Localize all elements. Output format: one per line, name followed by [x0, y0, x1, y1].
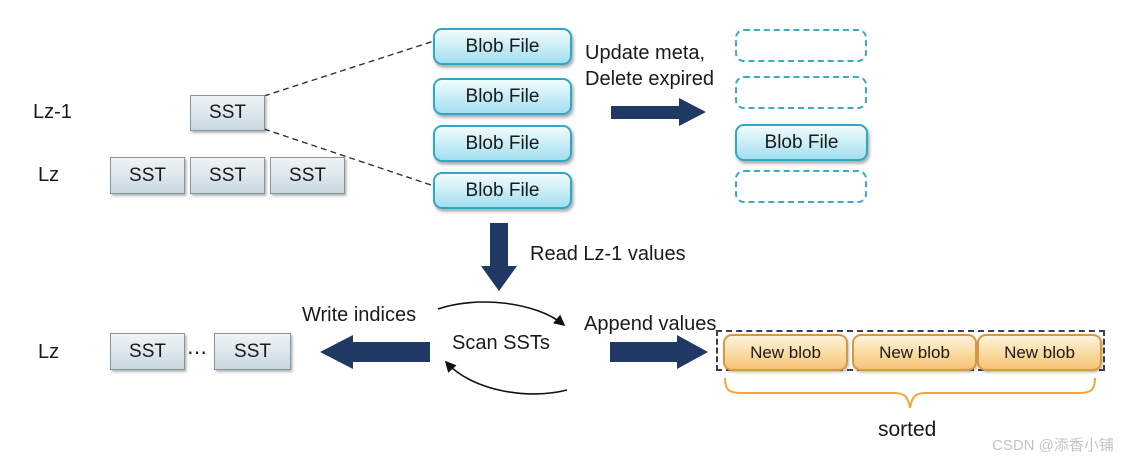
blob-file-box: Blob File: [433, 125, 572, 162]
sst-box: SST: [270, 157, 345, 194]
sst-box: SST: [190, 157, 265, 194]
sst-to-blob-line-top: [263, 40, 435, 97]
level-label-lz-minus-1: Lz-1: [33, 101, 72, 123]
scan-loop-arrow-bottom: [444, 360, 568, 395]
sorted-brace: [724, 377, 1096, 409]
blob-file-box: Blob File: [433, 172, 572, 209]
expired-blob-placeholder: [735, 170, 867, 203]
new-blob-box: New blob: [723, 334, 848, 371]
sst-ellipsis: ⋯: [187, 342, 208, 364]
update-meta-arrow: [611, 98, 706, 126]
expired-blob-placeholder: [735, 76, 867, 109]
scan-ssts-label: Scan SSTs: [452, 332, 550, 354]
update-meta-line2: Delete expired: [585, 68, 714, 90]
sst-box: SST: [110, 157, 185, 194]
sst-box: SST: [110, 333, 185, 370]
expired-blob-placeholder: [735, 29, 867, 62]
append-values-label: Append values: [584, 313, 717, 335]
sst-box-upper: SST: [190, 95, 265, 131]
level-label-lz-bottom: Lz: [38, 341, 60, 363]
append-values-arrow: [610, 335, 708, 369]
write-indices-arrow: [320, 335, 430, 369]
csdn-watermark: CSDN @添香小铺: [992, 437, 1114, 454]
update-meta-line1: Update meta,: [585, 42, 706, 64]
new-blob-box: New blob: [977, 334, 1102, 371]
new-blob-box: New blob: [852, 334, 977, 371]
update-meta-label: Update meta, Delete expired: [585, 40, 714, 92]
blob-file-box: Blob File: [433, 28, 572, 65]
level-label-lz-top: Lz: [38, 164, 60, 186]
read-values-label: Read Lz-1 values: [530, 243, 686, 265]
write-indices-label: Write indices: [302, 304, 417, 326]
kept-blob-file-box: Blob File: [735, 124, 868, 161]
scan-loop-arrow-top: [437, 301, 566, 327]
read-values-arrow: [481, 223, 517, 291]
sorted-label: sorted: [878, 418, 937, 441]
blob-file-box: Blob File: [433, 78, 572, 115]
sst-box: SST: [214, 333, 291, 370]
